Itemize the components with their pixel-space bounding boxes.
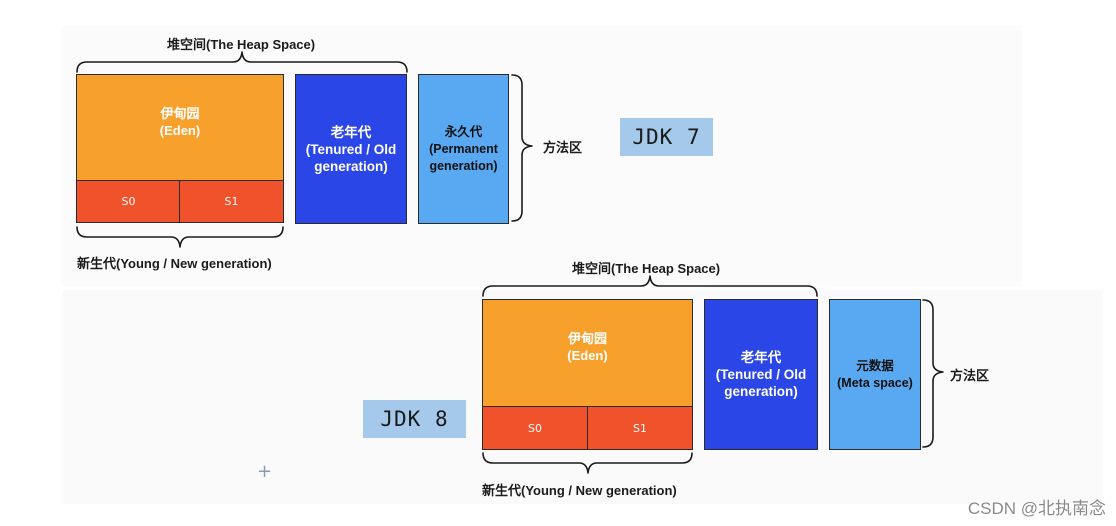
jdk7-perm-en2: generation) (429, 158, 498, 173)
jdk8-method-area-label: 方法区 (950, 368, 990, 383)
jdk8-meta-en: (Meta space) (837, 375, 913, 390)
jdk7-eden-box: 伊甸园 (Eden) (76, 74, 284, 181)
jdk8-meta-cn: 元数据 (856, 358, 894, 373)
jdk7-eden-en: (Eden) (159, 123, 201, 138)
jdk7-eden-cn: 伊甸园 (160, 106, 200, 121)
jdk8-old-gen-box: 老年代 (Tenured / Old generation) (704, 299, 818, 450)
jdk7-s0-label: S0 (121, 195, 136, 208)
jdk7-s1-box: S1 (179, 180, 284, 223)
jdk7-heap-label: 堆空间(The Heap Space) (167, 37, 316, 52)
jdk8-eden-cn: 伊甸园 (567, 331, 607, 346)
jdk8-eden-box: 伊甸园 (Eden) (482, 299, 693, 407)
jdk7-s0-box: S0 (76, 180, 181, 223)
jdk8-eden-en: (Eden) (567, 348, 608, 363)
jdk8-young-label: 新生代(Young / New generation) (482, 483, 677, 498)
jdk7-method-area-brace (511, 74, 533, 222)
jdk8-version-badge: JDK 8 (363, 400, 466, 438)
jdk8-heap-brace (482, 275, 818, 297)
jdk7-old-gen-box: 老年代 (Tenured / Old generation) (295, 74, 407, 224)
jdk7-permanent-gen-box: 永久代 (Permanent generation) (418, 74, 509, 224)
jdk8-old-en2: generation) (724, 384, 798, 399)
jdk8-s0-label: S0 (528, 421, 542, 435)
jdk7-perm-cn: 永久代 (444, 124, 483, 139)
jdk8-young-brace (482, 452, 693, 474)
jdk7-old-en1: (Tenured / Old (305, 141, 397, 157)
jdk8-s0-box: S0 (482, 406, 588, 450)
jdk8-s1-box: S1 (587, 406, 693, 450)
jdk7-old-en2: generation) (314, 158, 388, 174)
jdk8-metaspace-box: 元数据 (Meta space) (829, 299, 921, 450)
csdn-watermark: CSDN @北执南念 (967, 499, 1106, 518)
jdk7-young-label: 新生代(Young / New generation) (77, 256, 272, 271)
jdk7-s1-label: S1 (224, 195, 239, 208)
jdk8-old-cn: 老年代 (740, 350, 782, 365)
jdk8-s1-label: S1 (633, 421, 647, 435)
crosshair-cursor-icon: + (257, 461, 273, 482)
jdk8-heap-label: 堆空间(The Heap Space) (572, 261, 721, 276)
jdk7-old-cn: 老年代 (330, 124, 372, 140)
jdk8-method-area-brace (922, 299, 944, 448)
jdk7-perm-en1: (Permanent (429, 141, 498, 156)
jdk8-old-en1: (Tenured / Old (715, 367, 807, 382)
jdk7-young-brace (76, 226, 284, 248)
jdk7-heap-brace (76, 51, 408, 73)
jdk7-method-area-label: 方法区 (543, 140, 583, 155)
jdk7-version-badge: JDK 7 (620, 118, 713, 156)
